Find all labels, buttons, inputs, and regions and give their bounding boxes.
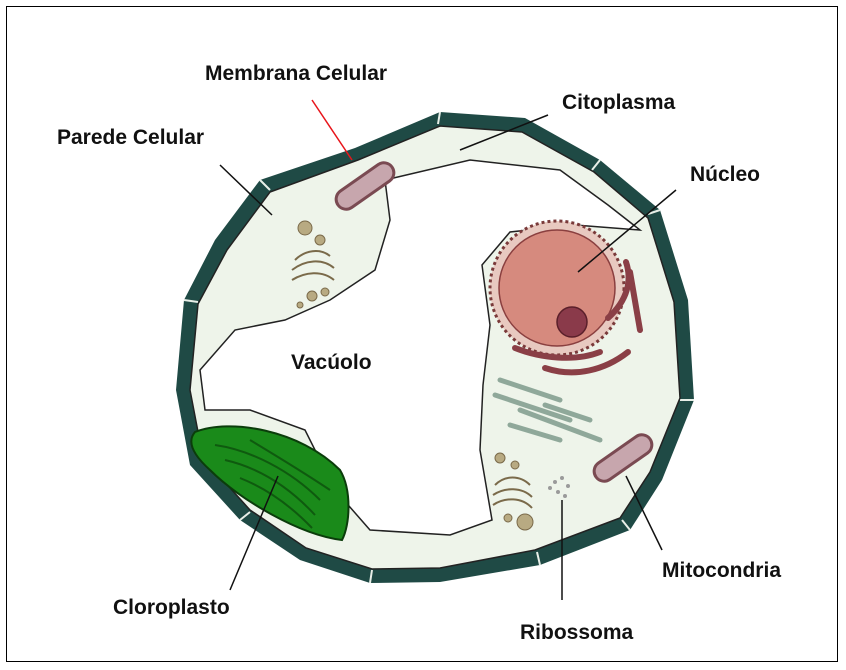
label-parede-celular: Parede Celular: [57, 127, 204, 148]
label-ribossoma: Ribossoma: [520, 622, 633, 643]
label-citoplasma: Citoplasma: [562, 92, 675, 113]
nucleus: [499, 230, 615, 346]
label-vacuolo: Vacúolo: [291, 352, 372, 373]
label-nucleo: Núcleo: [690, 164, 760, 185]
nucleolus: [557, 307, 587, 337]
label-mitocondria: Mitocondria: [662, 560, 781, 581]
membrane-leader-line: [312, 100, 352, 160]
label-membrana-celular: Membrana Celular: [205, 63, 387, 84]
label-cloroplasto: Cloroplasto: [113, 597, 230, 618]
